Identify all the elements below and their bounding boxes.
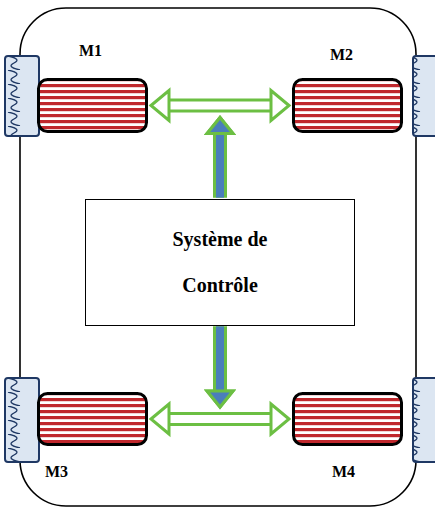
control-arrow bbox=[207, 327, 289, 435]
arrow-shaft bbox=[216, 134, 224, 198]
arrow-head bbox=[151, 404, 169, 434]
arrow-shaft bbox=[220, 412, 271, 426]
arrow-shaft bbox=[220, 415, 271, 423]
arrow-shaft bbox=[216, 327, 224, 392]
arrow-shaft bbox=[169, 415, 220, 423]
motor-block: M3 bbox=[37, 392, 148, 446]
control-box: Système de Contrôle bbox=[85, 199, 355, 326]
wheel bbox=[413, 56, 435, 136]
arrow-shaft bbox=[213, 327, 227, 392]
arrow-head bbox=[207, 391, 233, 407]
arrow-shaft bbox=[216, 134, 224, 198]
motor-symbol bbox=[292, 78, 403, 133]
motor-block: M1 bbox=[37, 78, 148, 133]
arrow-shaft bbox=[213, 134, 227, 198]
arrow-head bbox=[207, 118, 233, 134]
arrow-shaft bbox=[169, 412, 220, 426]
arrow-head bbox=[271, 91, 289, 121]
arrow-shaft bbox=[220, 99, 271, 113]
control-label: Système de Contrôle bbox=[145, 216, 295, 308]
arrow-shaft bbox=[169, 99, 220, 113]
control-arrow bbox=[207, 91, 289, 198]
motor-block: M2 bbox=[292, 78, 403, 133]
wheel bbox=[5, 378, 39, 462]
wheel bbox=[413, 378, 435, 462]
arrow-shaft bbox=[169, 102, 220, 110]
motor-outline bbox=[294, 80, 402, 132]
arrow-head bbox=[151, 91, 169, 121]
arrow-shaft bbox=[216, 327, 224, 392]
motor-symbol bbox=[292, 392, 403, 446]
motor-label: M2 bbox=[330, 45, 353, 65]
motor-block: M4 bbox=[292, 392, 403, 446]
arrow-shaft bbox=[213, 327, 227, 392]
motor-label: M1 bbox=[79, 41, 102, 61]
motor-label: M3 bbox=[45, 462, 68, 482]
arrow-shaft bbox=[220, 102, 271, 110]
motor-outline bbox=[294, 394, 402, 445]
robot-body bbox=[20, 8, 416, 506]
motor-symbol bbox=[37, 78, 148, 133]
arrow-head bbox=[207, 391, 233, 407]
arrow-head bbox=[271, 404, 289, 434]
arrow-head bbox=[207, 118, 233, 134]
motor-symbol bbox=[37, 392, 148, 446]
motor-label: M4 bbox=[332, 462, 355, 482]
wheel bbox=[5, 56, 39, 136]
motor-outline bbox=[39, 394, 147, 445]
motor-outline bbox=[39, 80, 147, 132]
arrow-shaft bbox=[213, 134, 227, 198]
